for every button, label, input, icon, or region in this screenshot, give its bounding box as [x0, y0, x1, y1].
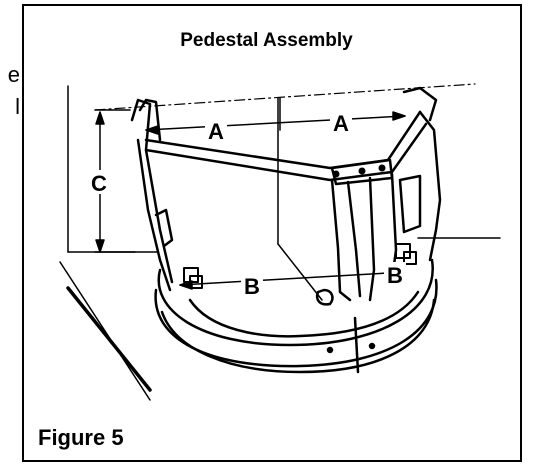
- figure-caption: Figure 5: [38, 425, 124, 450]
- cutoff-text-fragment: e: [7, 62, 20, 87]
- label-b-left: B: [244, 274, 260, 299]
- label-a-right: A: [333, 111, 349, 136]
- label-c: C: [91, 171, 107, 196]
- label-b-right: B: [387, 263, 403, 288]
- ring-base: [154, 258, 438, 374]
- mounting-bolts: [183, 164, 417, 289]
- center-upright: [330, 158, 394, 302]
- figure-title: Pedestal Assembly: [180, 30, 353, 51]
- left-upright: [130, 98, 174, 292]
- dimension-c: [94, 109, 136, 253]
- figure-frame: [22, 4, 522, 462]
- label-a-left: A: [208, 119, 224, 144]
- reference-line: [94, 83, 476, 111]
- cutoff-text-fragment: l: [15, 94, 20, 119]
